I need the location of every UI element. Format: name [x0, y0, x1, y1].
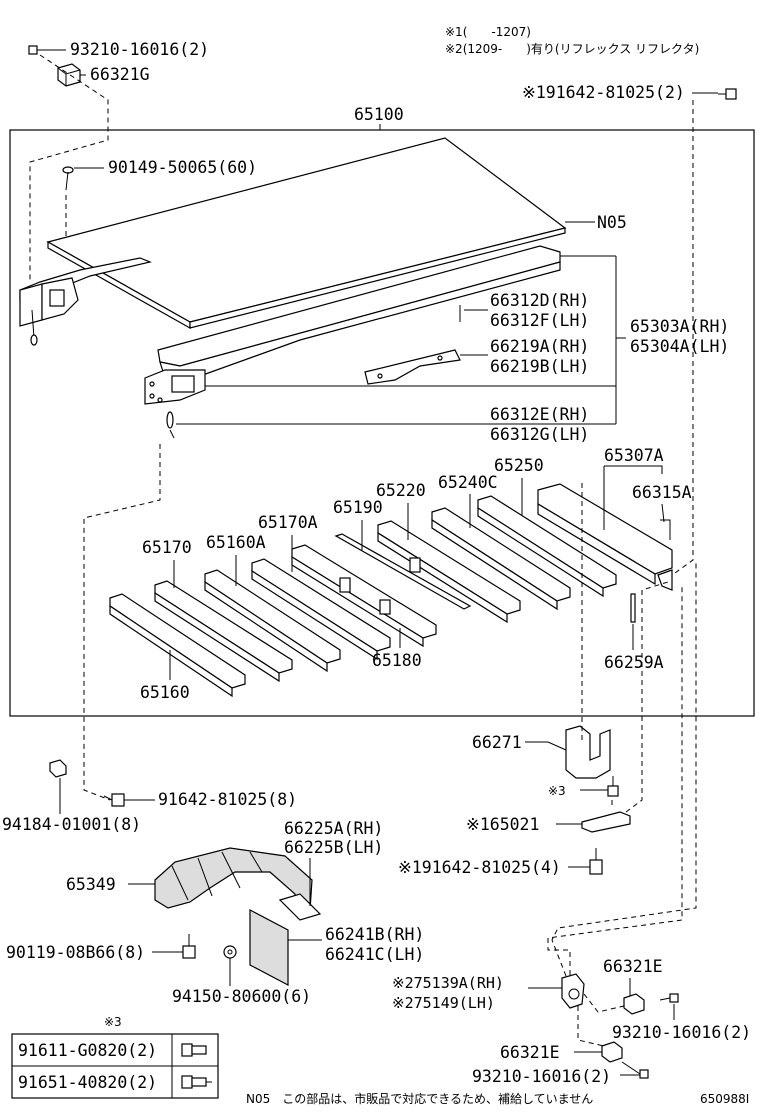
legend-mark: ※3 [104, 1015, 122, 1029]
nut-94150[interactable] [223, 945, 237, 959]
nut-66321g[interactable] [57, 63, 81, 87]
label-65170[interactable]: 65170 [142, 538, 192, 557]
label-91642-81025-mid[interactable]: 91642-81025(8) [158, 790, 297, 809]
legend-row-1-part: 91611-G0820(2) [18, 1041, 157, 1060]
cross-member-65160[interactable] [109, 593, 246, 698]
cross-member-65170[interactable] [154, 580, 293, 683]
label-66259a[interactable]: 66259A [604, 653, 664, 672]
note-2: ※2(1209- )有り(リフレックス リフレクタ) [445, 42, 699, 56]
cross-member-65160a[interactable] [204, 569, 341, 673]
label-66219b[interactable]: 66219B(LH) [490, 357, 589, 376]
label-66225a[interactable]: 66225A(RH) [284, 819, 383, 838]
mudguard-65349[interactable] [154, 847, 313, 920]
left-hinge-bracket[interactable] [19, 257, 152, 346]
label-66219a[interactable]: 66219A(RH) [490, 337, 589, 356]
floor-board-n05[interactable] [46, 137, 567, 330]
bolt-icon[interactable] [28, 45, 48, 55]
bolt-icon-low[interactable] [589, 848, 603, 875]
side-rail-65303a[interactable] [144, 245, 561, 405]
label-75139a[interactable]: ※275139A(RH) [392, 974, 504, 992]
bolt-icon-3[interactable] [607, 776, 619, 797]
cross-member-65190[interactable] [334, 533, 472, 610]
label-93210-16016-bottom[interactable]: 93210-16016(2) [472, 1067, 611, 1086]
label-91642-81025-top[interactable]: ※191642-81025(2) [522, 83, 685, 102]
label-65303a[interactable]: 65303A(RH) [630, 317, 729, 336]
label-65100[interactable]: 65100 [354, 105, 404, 124]
label-65021[interactable]: ※165021 [466, 815, 539, 834]
bolt-icon-90119[interactable] [182, 934, 196, 959]
label-65190[interactable]: 65190 [333, 498, 383, 517]
label-65304a[interactable]: 65304A(LH) [630, 337, 729, 356]
label-93210-16016-right[interactable]: 93210-16016(2) [612, 1023, 751, 1042]
rear-sill-65307a[interactable] [537, 483, 673, 591]
label-66271[interactable]: 66271 [472, 733, 522, 752]
label-65250[interactable]: 65250 [494, 456, 544, 475]
bolt-icon-right[interactable] [659, 993, 679, 1003]
legend-row-2-part: 91651-40820(2) [18, 1073, 157, 1092]
assembly-65100-box [9, 129, 755, 717]
label-66241b[interactable]: 66241B(RH) [325, 925, 424, 944]
cross-member-65170a[interactable] [251, 558, 391, 661]
nut-94184[interactable] [49, 759, 67, 778]
stud-bolt-icon [181, 1075, 212, 1089]
label-65240c[interactable]: 65240C [438, 473, 498, 492]
cross-member-65180[interactable] [291, 544, 437, 648]
label-94184-01001[interactable]: 94184-01001(8) [2, 815, 141, 834]
reflector-75139a[interactable] [561, 973, 585, 1009]
legend-table: 91611-G0820(2) 91651-40820(2) [11, 1033, 219, 1099]
screw-90149[interactable] [62, 166, 74, 191]
flange-bolt-icon [181, 1043, 207, 1057]
bolt-icon-top-right[interactable] [718, 88, 737, 100]
n05-footnote: N05 この部品は、市販品で対応できるため、補給していません [246, 1091, 593, 1106]
label-66315a[interactable]: 66315A [632, 483, 692, 502]
bolt-icon-mid[interactable] [103, 793, 125, 807]
pin-66312e[interactable] [166, 411, 175, 439]
label-65160[interactable]: 65160 [140, 683, 190, 702]
label-65160a[interactable]: 65160A [206, 533, 266, 552]
label-65349[interactable]: 65349 [66, 875, 116, 894]
bracket-66271[interactable] [565, 725, 611, 779]
label-91642-81025-low[interactable]: ※191642-81025(4) [398, 858, 561, 877]
label-66312e[interactable]: 66312E(RH) [490, 405, 589, 424]
label-94150-80600[interactable]: 94150-80600(6) [172, 987, 311, 1006]
nut-66321e-lower[interactable] [601, 1041, 623, 1063]
mudflap-66241b[interactable] [249, 909, 289, 986]
bolt-icon-bottom[interactable] [639, 1069, 649, 1079]
label-93210-16016-top[interactable]: 93210-16016(2) [70, 40, 209, 59]
label-65180[interactable]: 65180 [372, 651, 422, 670]
label-65220[interactable]: 65220 [376, 481, 426, 500]
bracket-66219a[interactable] [364, 349, 461, 385]
nut-66321e-upper[interactable] [623, 993, 645, 1015]
label-90119-08b66[interactable]: 90119-08B66(8) [6, 943, 145, 962]
label-66321e-upper[interactable]: 66321E [603, 957, 663, 976]
label-66312g[interactable]: 66312G(LH) [490, 425, 589, 444]
note-1: ※1( -1207) [445, 25, 531, 39]
label-66225b[interactable]: 66225B(LH) [284, 838, 383, 857]
cross-member-65240c[interactable] [431, 507, 571, 611]
label-90149-50065[interactable]: 90149-50065(60) [108, 158, 257, 177]
label-65170a[interactable]: 65170A [258, 513, 318, 532]
label-66312f[interactable]: 66312F(LH) [490, 311, 589, 330]
label-65307a[interactable]: 65307A [604, 446, 664, 465]
pin-66315a[interactable] [660, 519, 671, 540]
label-66241c[interactable]: 66241C(LH) [325, 945, 424, 964]
bracket-66225a[interactable] [278, 893, 322, 921]
label-66312d[interactable]: 66312D(RH) [490, 291, 589, 310]
bracket-65021[interactable] [581, 811, 631, 833]
cross-member-65220[interactable] [377, 520, 521, 624]
label-66321g[interactable]: 66321G [90, 65, 150, 84]
pin-66259a[interactable] [630, 593, 636, 623]
label-mark-3[interactable]: ※3 [548, 784, 566, 798]
figure-id: 650988I [700, 1092, 749, 1106]
label-75149[interactable]: ※275149(LH) [392, 994, 495, 1012]
label-66321e-lower[interactable]: 66321E [500, 1043, 560, 1062]
label-n05[interactable]: N05 [597, 213, 627, 232]
